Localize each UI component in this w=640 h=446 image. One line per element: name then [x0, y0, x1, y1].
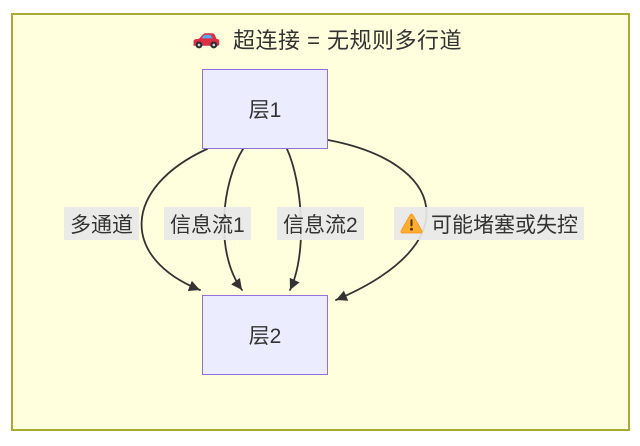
edge-label-multichannel-text: 多通道	[70, 213, 133, 237]
edge-label-infoflow1: 信息流1	[164, 207, 251, 240]
edge-label-infoflow2: 信息流2	[277, 207, 364, 240]
node-layer2: 层2	[202, 295, 328, 375]
diagram-title: 超连接 = 无规则多行道	[7, 23, 640, 55]
edge-label-multichannel: 多通道	[64, 207, 139, 240]
edge-label-infoflow2-text: 信息流2	[283, 213, 358, 237]
node-layer1-label: 层1	[248, 99, 282, 122]
diagram-title-text: 超连接 = 无规则多行道	[232, 28, 463, 53]
node-layer2-label: 层2	[248, 325, 282, 348]
car-icon	[192, 29, 220, 50]
edge-label-congestion-text: 可能堵塞或失控	[431, 213, 578, 237]
warning-icon	[400, 213, 423, 234]
edge-label-congestion: 可能堵塞或失控	[394, 207, 584, 240]
edge-label-infoflow1-text: 信息流1	[170, 213, 245, 237]
node-layer1: 层1	[202, 69, 328, 149]
